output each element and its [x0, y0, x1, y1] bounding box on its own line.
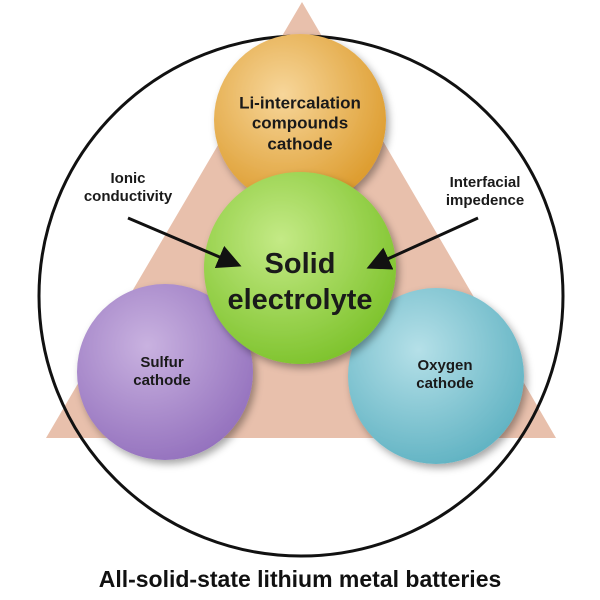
ionic-conductivity-label: Ionic conductivity: [84, 170, 172, 206]
label-line: impedence: [445, 192, 525, 209]
li-intercalation-cathode-circle: [214, 34, 386, 206]
label-line: conductivity: [83, 188, 173, 205]
label-line: cathode: [133, 372, 191, 389]
label-line: Oxygen: [417, 357, 473, 374]
ionic-conductivity-arrow: [127, 216, 242, 268]
sulfur-cathode-circle: [77, 284, 253, 460]
oxygen-cathode-label: Oxygen cathode: [416, 357, 474, 393]
label-line: Solid: [264, 247, 336, 280]
li-intercalation-label: Li-intercalation compounds cathode: [239, 93, 361, 154]
label-line: Sulfur: [140, 354, 184, 371]
label-line: electrolyte: [227, 284, 373, 316]
label-line: cathode: [267, 134, 333, 154]
label-line: compounds: [251, 113, 349, 133]
solid-electrolyte-label: Solid electrolyte: [227, 246, 372, 319]
interfacial-impedence-arrow: [366, 216, 479, 270]
solid-electrolyte-circle: [204, 172, 396, 364]
diagram-title: All-solid-state lithium metal batteries: [98, 566, 502, 592]
sulfur-cathode-label: Sulfur cathode: [133, 354, 191, 390]
label-line: Ionic: [110, 170, 146, 187]
label-line: Li-intercalation: [239, 93, 361, 113]
label-line: cathode: [416, 375, 474, 392]
oxygen-cathode-circle: [348, 288, 524, 464]
interfacial-impedence-label: Interfacial impedence: [446, 174, 524, 210]
label-line: Interfacial: [449, 174, 521, 191]
